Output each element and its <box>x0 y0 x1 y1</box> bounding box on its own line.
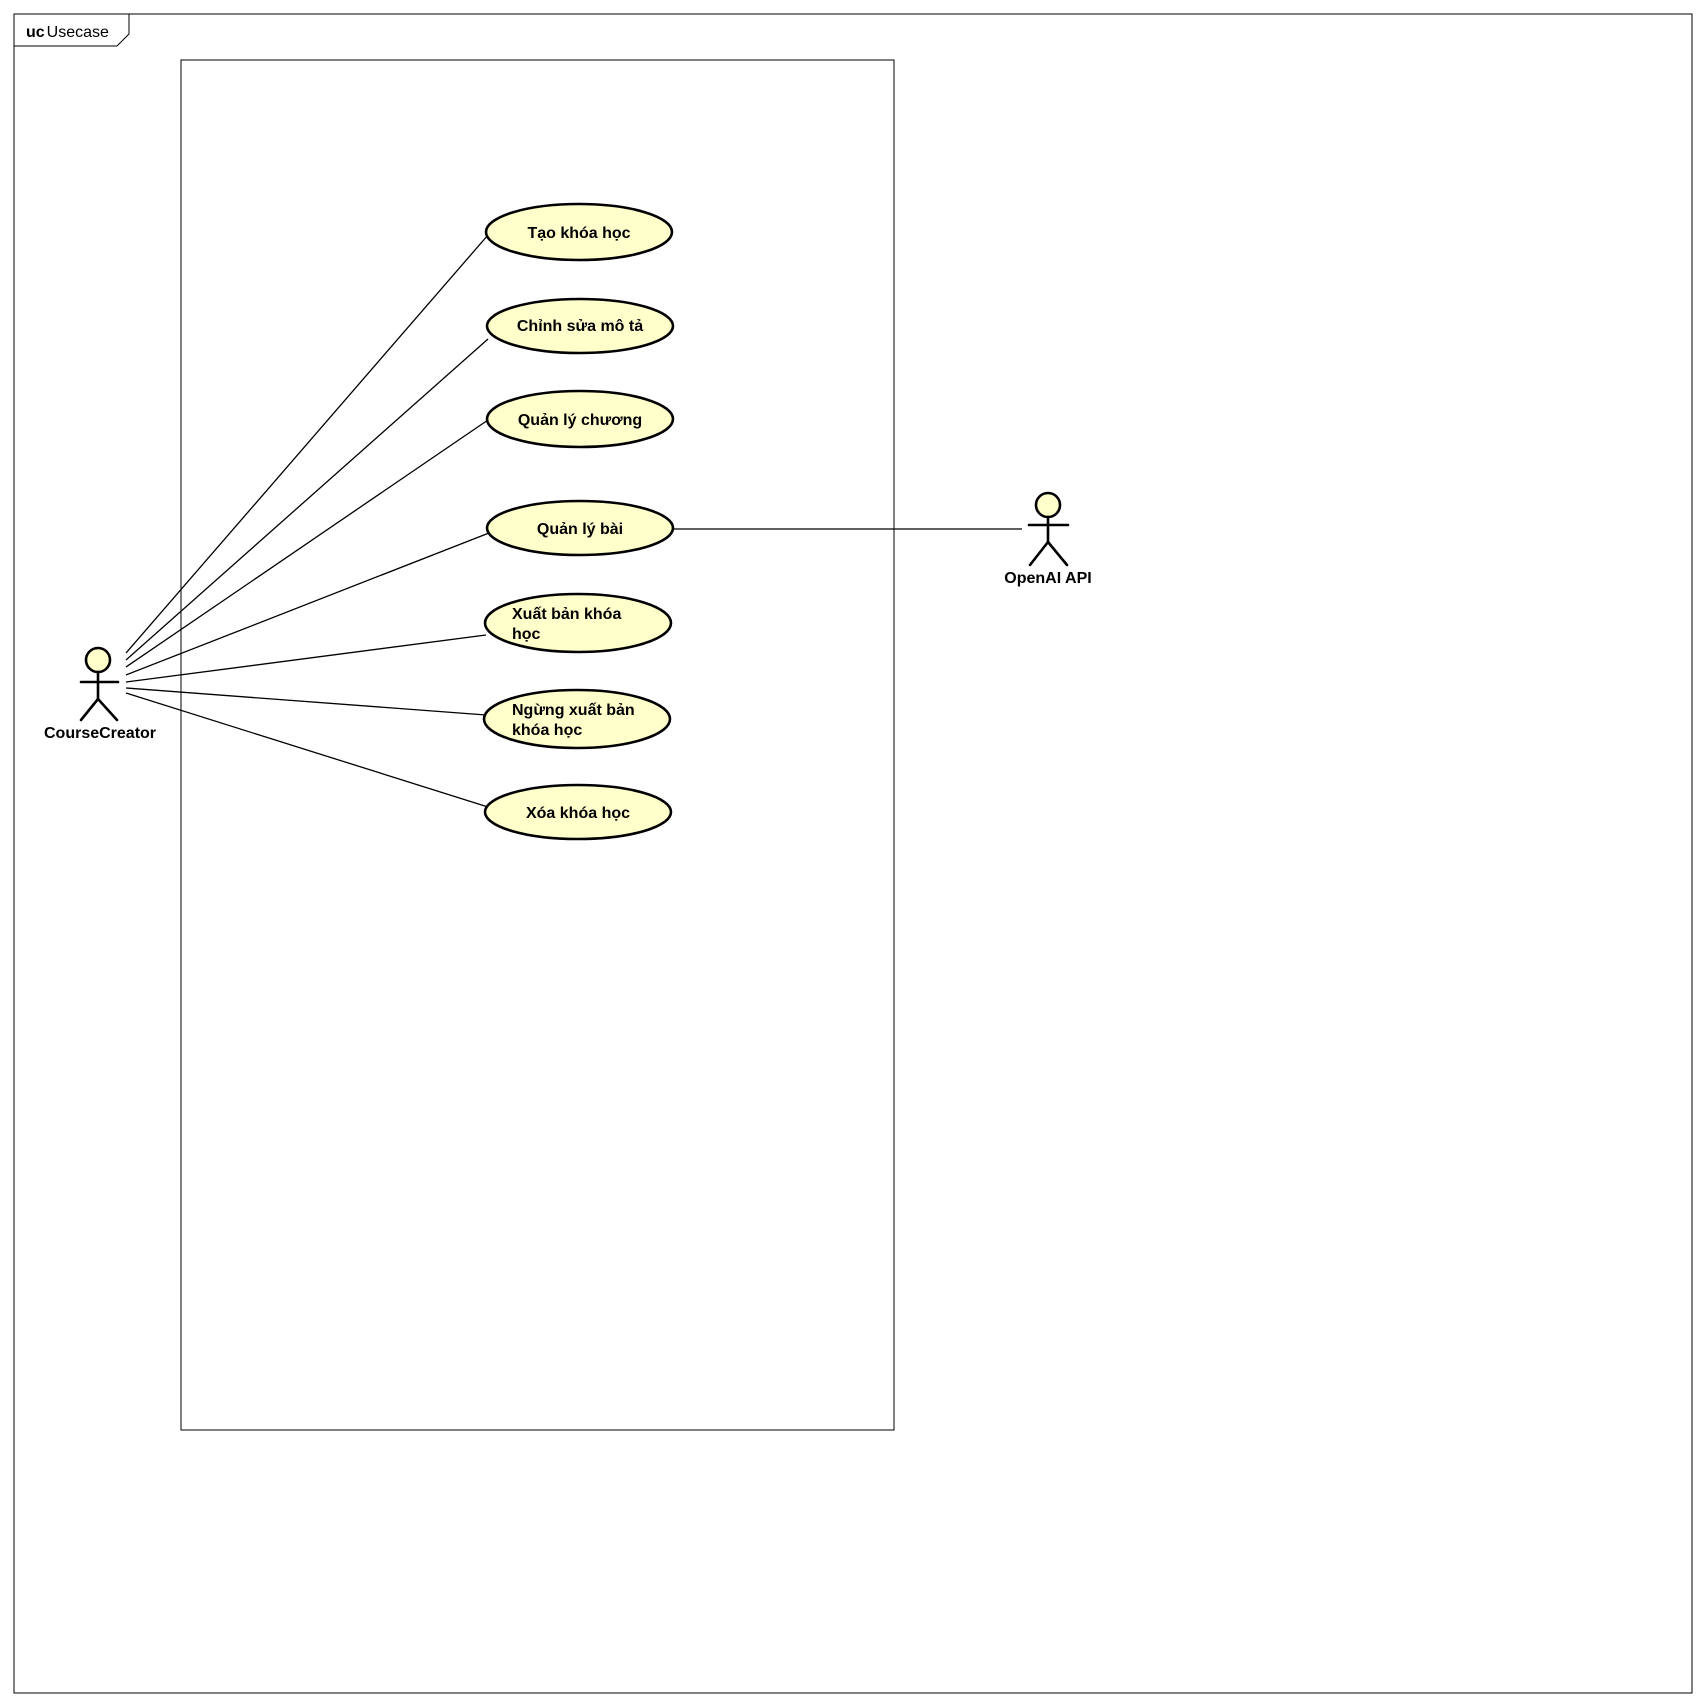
association-course-creator-quan-ly-bai[interactable] <box>125 532 490 676</box>
usecase-tao-khoa-hoc[interactable]: Tạo khóa học <box>484 202 674 262</box>
actor-head-icon <box>1034 491 1062 519</box>
usecase-ellipse[interactable] <box>485 297 675 355</box>
usecase-quan-ly-bai[interactable]: Quản lý bài <box>485 499 675 557</box>
actor-leg-right <box>1046 540 1069 567</box>
actor-head-icon <box>84 646 112 674</box>
actor-leg-right <box>96 697 119 722</box>
association-course-creator-quan-ly-chuong[interactable] <box>125 419 489 668</box>
usecase-ellipse[interactable] <box>485 499 675 557</box>
actor-openai-api[interactable]: OpenAI API <box>1004 491 1092 587</box>
usecase-label-line-2: khóa học <box>512 722 582 739</box>
system-boundary <box>180 59 895 1431</box>
actor-leg-left <box>79 697 100 722</box>
association-course-creator-chinh-sua-mo-ta[interactable] <box>125 338 489 661</box>
usecase-label-line-2: học <box>512 626 541 643</box>
actor-name: CourseCreator <box>44 725 156 742</box>
usecase-chinh-sua-mo-ta[interactable]: Chỉnh sửa mô tả <box>485 297 675 355</box>
frame-tab <box>14 14 130 47</box>
usecase-ellipse[interactable] <box>483 592 673 654</box>
usecase-label: Tạo khóa học <box>527 225 630 242</box>
association-course-creator-tao-khoa-hoc[interactable] <box>125 234 489 654</box>
usecase-label: Quản lý chương <box>518 412 642 429</box>
diagram-frame <box>13 13 1693 1694</box>
usecase-ellipse[interactable] <box>482 688 672 750</box>
association-course-creator-ngung-xuat-ban-khoa-hoc[interactable] <box>125 687 487 716</box>
usecase-ellipse[interactable] <box>484 202 674 262</box>
usecase-label: Chỉnh sửa mô tả <box>517 318 643 335</box>
actor-course-creator[interactable]: CourseCreator <box>44 646 156 742</box>
usecase-ngung-xuat-ban-khoa-hoc[interactable]: Ngừng xuất bản khóa học <box>482 688 672 750</box>
usecase-xoa-khoa-hoc[interactable]: Xóa khóa học <box>483 783 673 841</box>
usecase-ellipse[interactable] <box>483 783 673 841</box>
usecase-label-line-1: Ngừng xuất bản <box>512 702 635 719</box>
association-course-creator-xuat-ban-khoa-hoc[interactable] <box>125 634 487 683</box>
associations <box>125 234 1022 808</box>
association-course-creator-xoa-khoa-hoc[interactable] <box>125 692 489 808</box>
actor-name: OpenAI API <box>1004 570 1091 587</box>
usecase-quan-ly-chuong[interactable]: Quản lý chương <box>485 389 675 449</box>
frame-name: Usecase <box>47 24 109 41</box>
usecase-label: Xóa khóa học <box>526 805 630 822</box>
usecase-ellipse[interactable] <box>485 389 675 449</box>
frame-keyword: uc <box>26 24 45 41</box>
usecase-label-line-1: Xuất bản khóa <box>512 606 621 623</box>
actor-leg-left <box>1028 540 1050 567</box>
usecase-xuat-ban-khoa-hoc[interactable]: Xuất bản khóa học <box>483 592 673 654</box>
usecase-label: Quản lý bài <box>537 521 623 538</box>
